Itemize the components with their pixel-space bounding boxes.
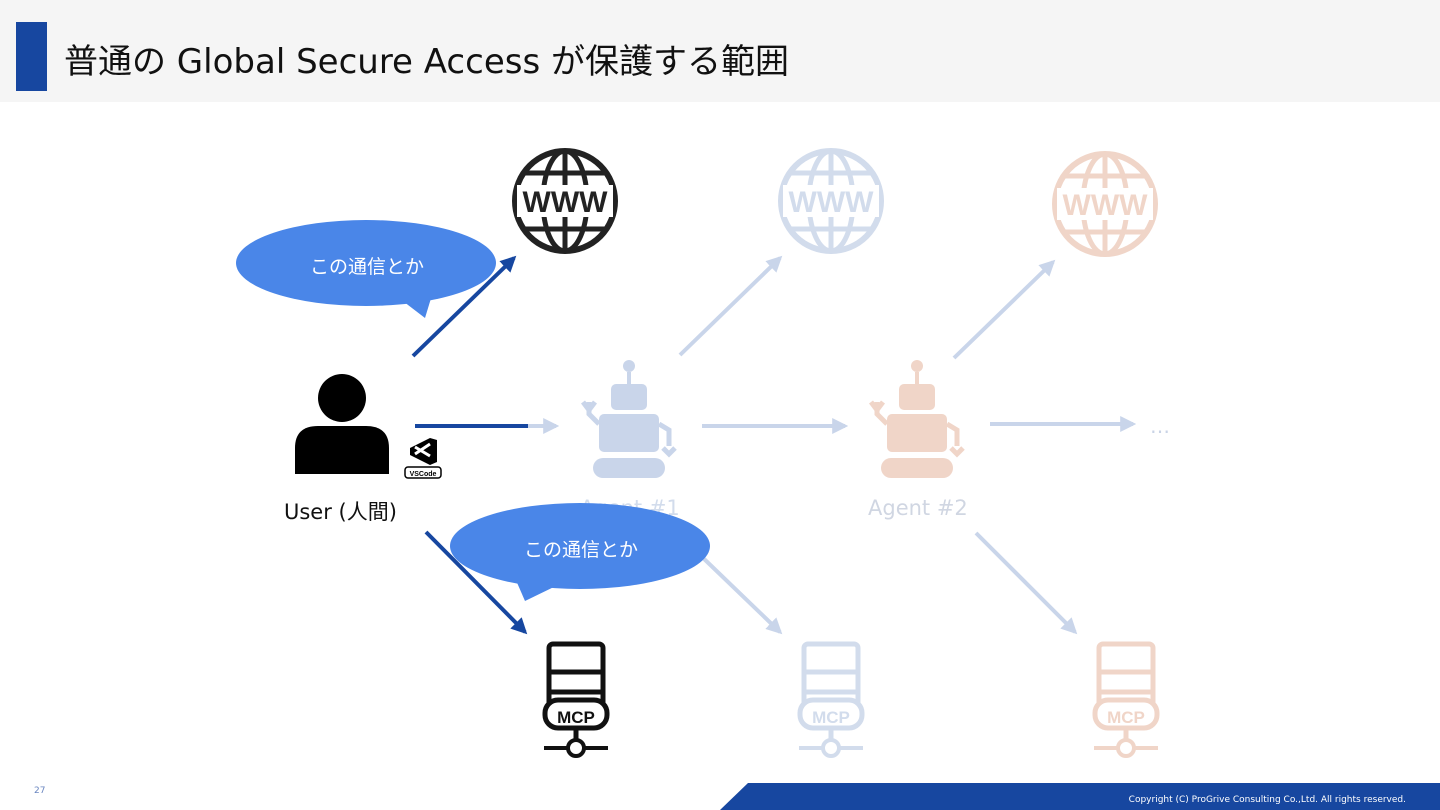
slide-header: 普通の Global Secure Access が保護する範囲 [0, 0, 1440, 102]
footer-bar [720, 783, 1440, 810]
www-globe-text: WWW [523, 186, 609, 219]
arrow-user-to-mcp [424, 530, 528, 635]
user-arrows [411, 255, 528, 635]
more-agents-ellipsis: … [1150, 414, 1170, 438]
www-globe-text-agent1: WWW [789, 186, 875, 219]
faded-arrows [415, 255, 1137, 635]
arrow-agent1-to-www [678, 255, 783, 357]
vscode-badge-text: VSCode [410, 471, 437, 478]
agent2-robot-icon [871, 360, 963, 478]
agent1-robot-icon [583, 360, 675, 478]
mcp-server-icon-agent1 [799, 644, 863, 756]
bubble-top-text: この通信とか [310, 256, 425, 278]
header-accent-bar [16, 22, 47, 91]
speech-bubble-top [236, 220, 496, 318]
copyright-text: Copyright (C) ProGrive Consulting Co.,Lt… [1128, 795, 1406, 805]
arrow-agent2-to-mcp [974, 531, 1078, 635]
bubble-bottom-text: この通信とか [524, 539, 639, 561]
user-person-icon [295, 374, 389, 474]
mcp-server-icon-agent2 [1094, 644, 1158, 756]
arrow-agent1-to-mcp [698, 553, 783, 635]
page-number: 27 [34, 786, 46, 796]
www-globe-text-agent2: WWW [1063, 189, 1149, 222]
user-label: User (人間) [284, 500, 397, 524]
mcp-server-text-agent1: MCP [812, 708, 850, 727]
mcp-server-icon [544, 644, 608, 756]
mcp-server-text-agent2: MCP [1107, 708, 1145, 727]
vscode-icon [404, 438, 442, 479]
mcp-server-text: MCP [557, 708, 595, 727]
slide-title: 普通の Global Secure Access が保護する範囲 [64, 42, 789, 82]
agent2-label: Agent #2 [868, 496, 968, 520]
speech-bubble-bottom [450, 503, 710, 601]
arrow-user-to-www [411, 255, 517, 358]
arrow-agent2-to-www [952, 259, 1056, 360]
